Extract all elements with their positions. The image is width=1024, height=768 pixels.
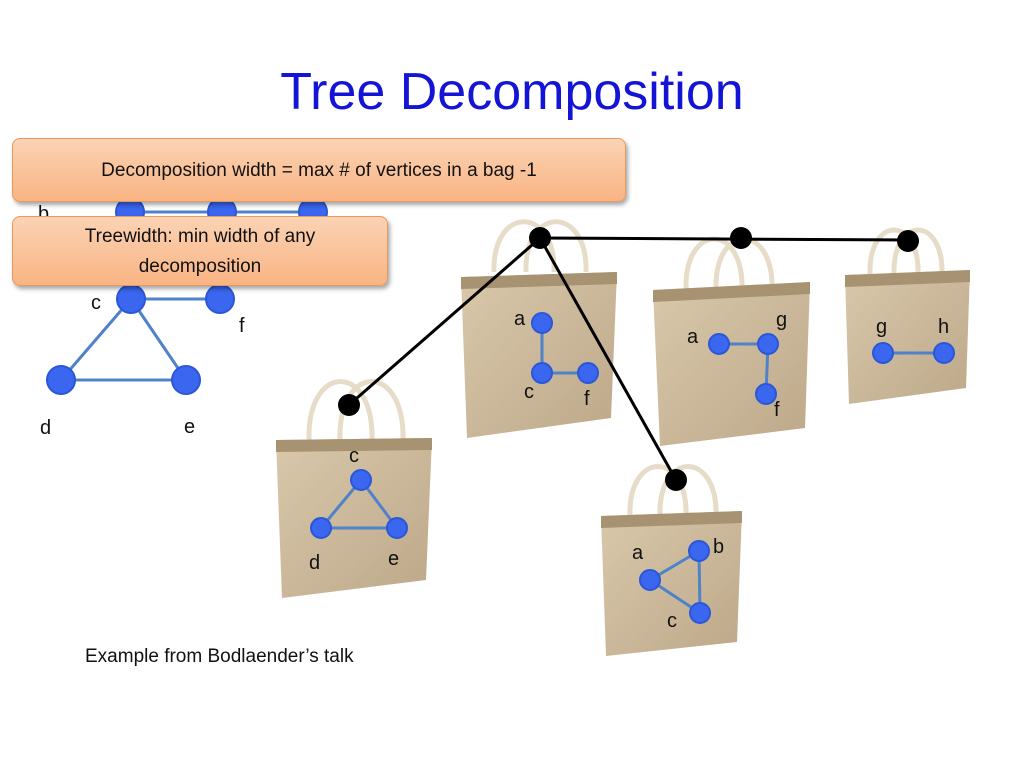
tree-edge (539, 236, 909, 242)
graph-label-e: e (184, 416, 195, 438)
bag-label-d: d (309, 552, 320, 574)
width-definition-text: Decomposition width = max # of vertices … (101, 160, 537, 181)
graph-label-c: c (91, 292, 101, 314)
graph-edge (129, 298, 188, 381)
graph-edge (59, 298, 133, 381)
graph-vertex-e (171, 365, 201, 395)
bag-icon (845, 227, 970, 404)
source-caption: Example from Bodlaender’s talk (85, 646, 354, 667)
bag-label-c: c (349, 445, 359, 467)
graph-vertex-c (116, 284, 146, 314)
bag-agf: a g f (653, 236, 810, 446)
bag-label-a: a (514, 308, 526, 330)
bag-acf: a c f (461, 219, 617, 438)
bag-label-c: c (524, 381, 534, 403)
tree-node (730, 227, 752, 249)
page-title: Tree Decomposition (280, 63, 744, 121)
tree-node (338, 394, 360, 416)
tree-edge (348, 236, 541, 407)
tree-edges (338, 227, 919, 491)
width-definition-callout: Decomposition width = max # of vertices … (12, 138, 626, 202)
graph-vertex-d (46, 365, 76, 395)
bag-icon (653, 236, 810, 446)
graph-label-d: d (40, 417, 51, 439)
graph-label-b: b (38, 203, 49, 225)
bag-icon (461, 219, 617, 438)
bag-label-a: a (632, 542, 644, 564)
bag-label-c: c (667, 610, 677, 632)
bag-label-b: b (713, 536, 724, 558)
tree-node (897, 230, 919, 252)
bag-label-a: a (687, 326, 699, 348)
tree-node (529, 227, 551, 249)
bag-label-g: g (776, 309, 787, 331)
bag-cde: c d e (276, 379, 432, 598)
treewidth-definition-callout: Treewidth: min width of any decompositio… (12, 216, 388, 286)
graph-label-f: f (239, 315, 245, 337)
bag-icon (276, 379, 432, 598)
treewidth-text-line1: Treewidth: min width of any (84, 226, 316, 247)
bag-label-f: f (774, 399, 780, 421)
bag-label-e: e (388, 548, 399, 570)
bag-label-f: f (584, 388, 590, 410)
bag-abc: a b c (601, 464, 742, 656)
bag-label-h: h (938, 316, 949, 338)
bag-gh: g h (845, 227, 970, 404)
tree-node (665, 469, 687, 491)
graph-vertex-f (205, 284, 235, 314)
tree-edge (538, 237, 678, 481)
treewidth-text-line2: decomposition (138, 256, 262, 277)
bag-label-g: g (876, 316, 887, 338)
